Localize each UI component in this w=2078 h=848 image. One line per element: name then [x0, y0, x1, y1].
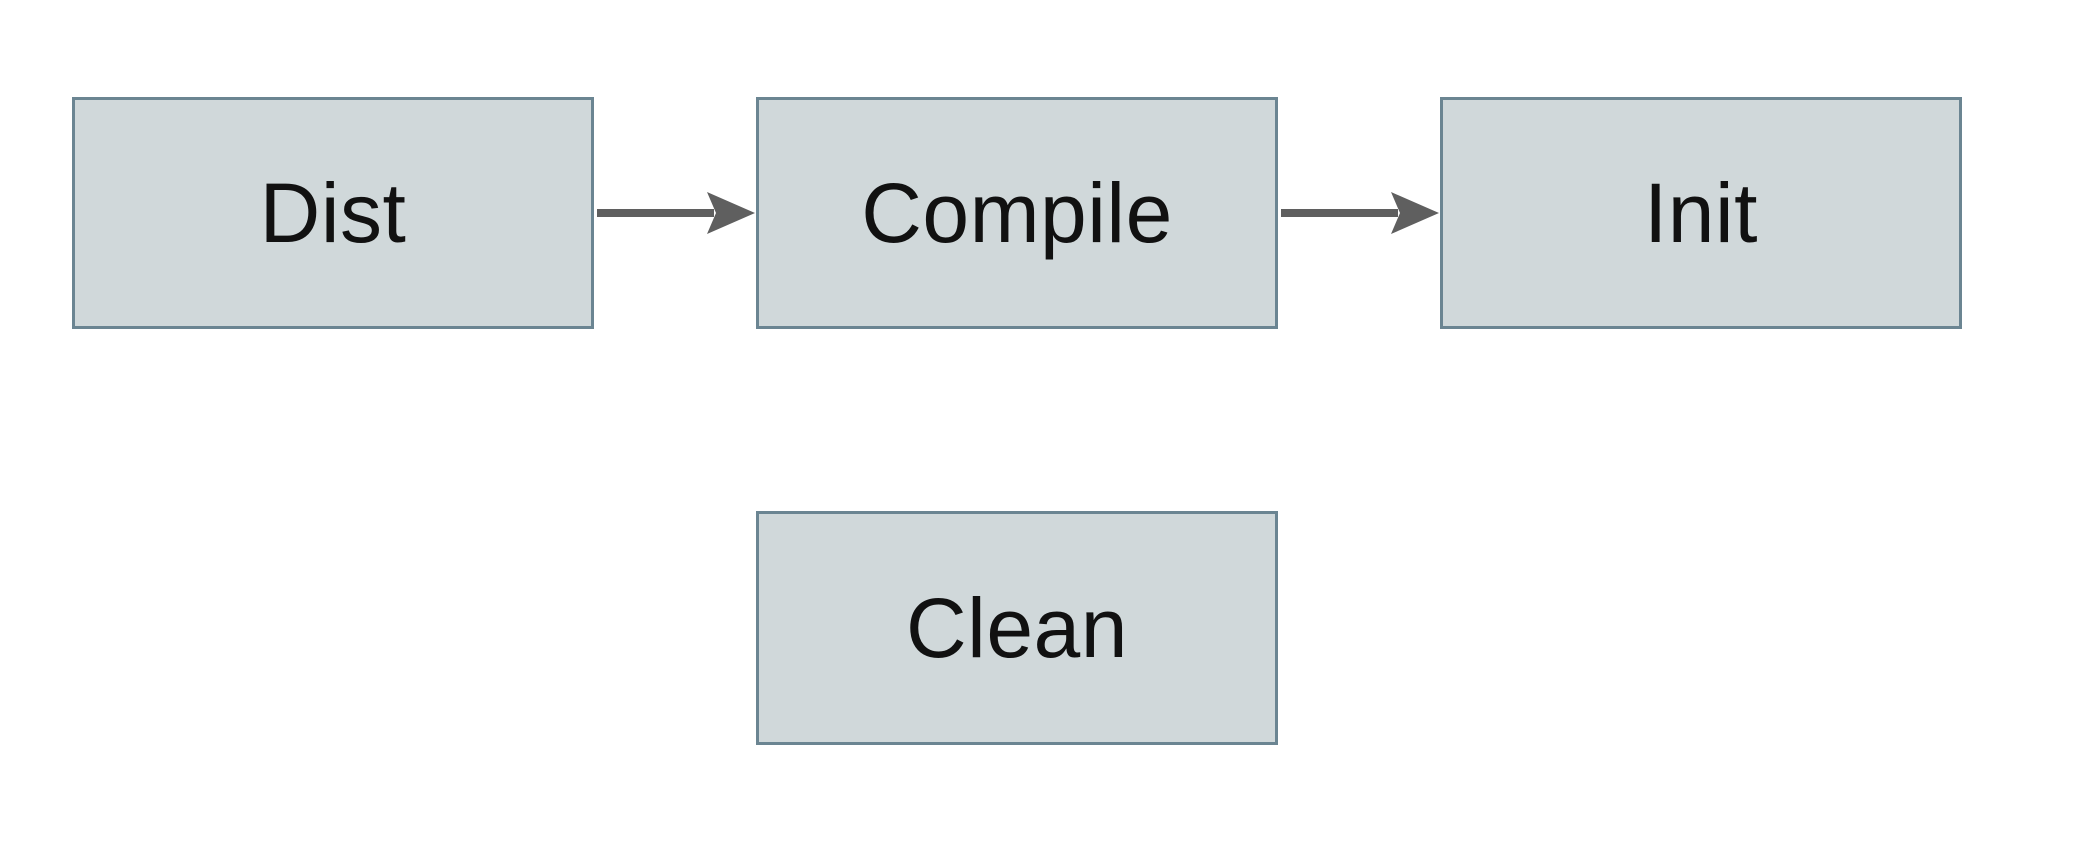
node-dist-label: Dist	[259, 165, 407, 260]
node-clean-label: Clean	[906, 580, 1128, 675]
node-init-label: Init	[1643, 165, 1759, 260]
arrow-dist-to-compile	[597, 192, 755, 234]
arrow-compile-to-init	[1281, 192, 1439, 234]
node-compile: Compile	[756, 97, 1278, 329]
node-dist: Dist	[72, 97, 594, 329]
node-clean: Clean	[756, 511, 1278, 745]
node-init: Init	[1440, 97, 1962, 329]
node-compile-label: Compile	[861, 165, 1173, 260]
